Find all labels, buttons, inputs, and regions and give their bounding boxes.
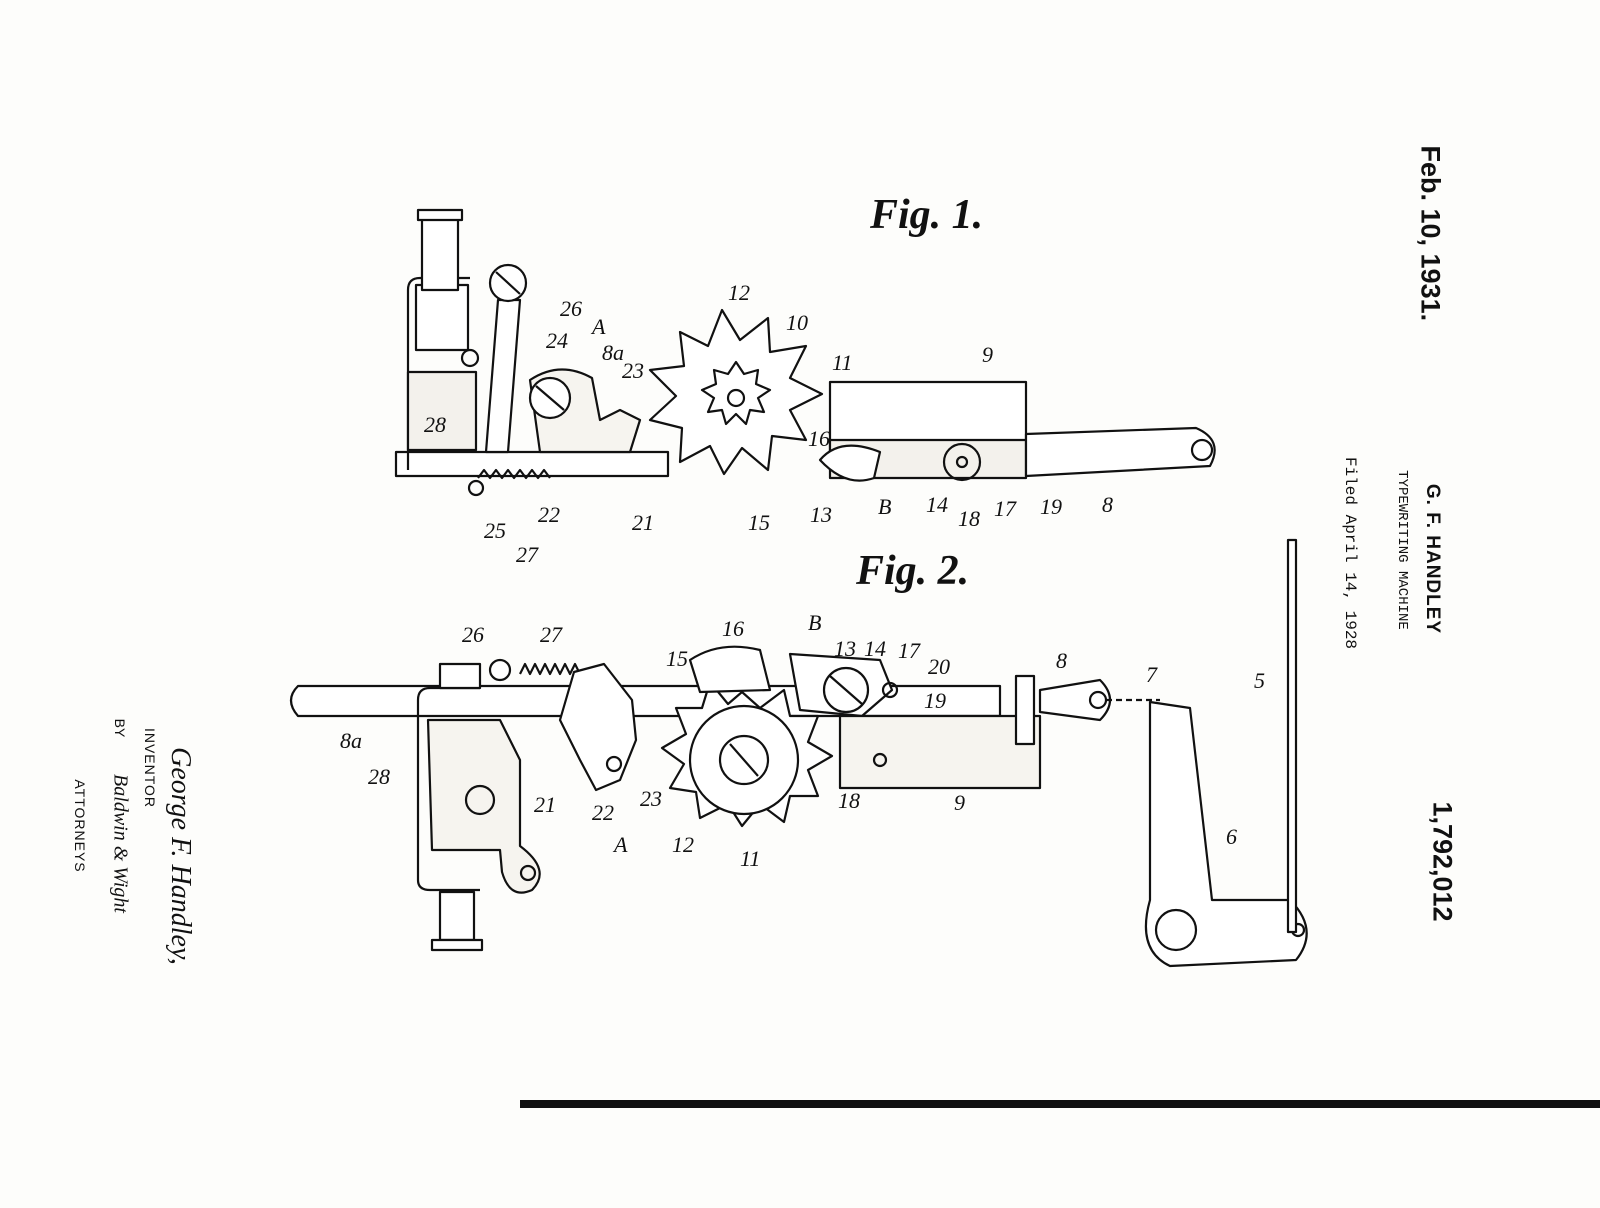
- fig1-label: A: [590, 314, 606, 339]
- fig1-label: 23: [622, 358, 644, 383]
- fig2-label: 22: [592, 800, 614, 825]
- fig2-label: 7: [1146, 662, 1158, 687]
- fig2-label: 26: [462, 622, 484, 647]
- fig1-label: B: [878, 494, 891, 519]
- fig1-label: 15: [748, 510, 770, 535]
- fig1-label: 8: [1102, 492, 1113, 517]
- fig1-label: 9: [982, 342, 993, 367]
- fig2-label: 8: [1056, 648, 1067, 673]
- fig1-label: 24: [546, 328, 568, 353]
- fig2-label: 23: [640, 786, 662, 811]
- fig2-label: 11: [740, 846, 760, 871]
- fig1-label: 17: [994, 496, 1017, 521]
- fig1-label: 13: [810, 502, 832, 527]
- fig2-label: 28: [368, 764, 390, 789]
- fig1-label: 27: [516, 542, 539, 567]
- fig1-label: 12: [728, 280, 750, 305]
- fig1-label: 26: [560, 296, 582, 321]
- fig2-label: 17: [898, 638, 921, 663]
- bottom-rule: [520, 1100, 1600, 1108]
- fig2-label: B: [808, 610, 821, 635]
- fig2-label: 12: [672, 832, 694, 857]
- fig2-label: 15: [666, 646, 688, 671]
- fig1-label: 28: [424, 412, 446, 437]
- figure-1-title: Fig. 1.: [869, 192, 983, 238]
- figure-2-title: Fig. 2.: [855, 548, 969, 594]
- fig2-label: 20: [928, 654, 950, 679]
- fig1-label: 16: [808, 426, 830, 451]
- fig1-label: 21: [632, 510, 654, 535]
- fig1-label: 14: [926, 492, 948, 517]
- fig2-label: 18: [838, 788, 860, 813]
- fig2-label: 6: [1226, 824, 1237, 849]
- fig1-label: 10: [786, 310, 808, 335]
- figure-2-drawing: [289, 538, 1308, 968]
- fig1-label: 8a: [602, 340, 624, 365]
- fig2-label: 27: [540, 622, 563, 647]
- fig1-label: 11: [832, 350, 852, 375]
- fig2-label: 5: [1254, 668, 1265, 693]
- fig1-label: 22: [538, 502, 560, 527]
- fig2-label: 21: [534, 792, 556, 817]
- fig2-label: 8a: [340, 728, 362, 753]
- fig2-label: 16: [722, 616, 744, 641]
- fig1-label: 18: [958, 506, 980, 531]
- fig2-label: 14: [864, 636, 886, 661]
- figure-1-drawing: [394, 208, 1216, 497]
- fig2-label: A: [612, 832, 628, 857]
- fig1-label: 25: [484, 518, 506, 543]
- fig2-label: 9: [954, 790, 965, 815]
- fig2-label: 13: [834, 636, 856, 661]
- fig2-label: 19: [924, 688, 946, 713]
- fig1-label: 19: [1040, 494, 1062, 519]
